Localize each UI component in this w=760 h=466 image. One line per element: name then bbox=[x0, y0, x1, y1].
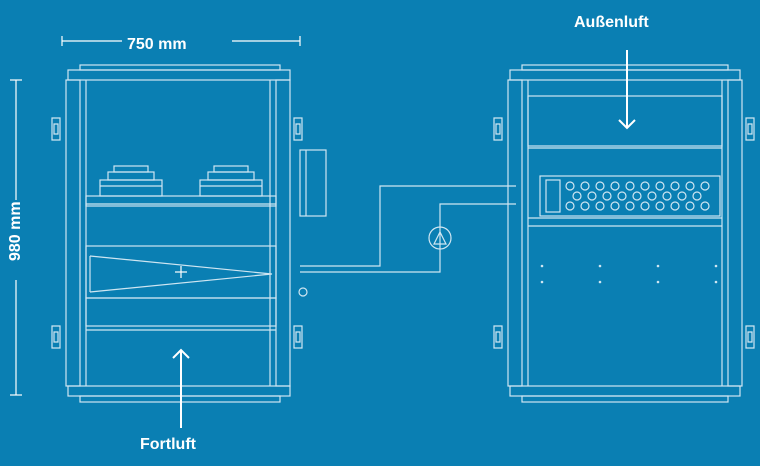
refrigerant-pipes bbox=[300, 185, 516, 273]
width-dimension bbox=[61, 36, 301, 46]
fan-right bbox=[199, 165, 263, 197]
height-label: 980 mm bbox=[7, 201, 24, 261]
intake-label: Außenluft bbox=[574, 14, 649, 31]
height-dimension bbox=[10, 79, 22, 396]
left-unit bbox=[51, 64, 327, 403]
fan-left bbox=[99, 165, 163, 197]
right-unit bbox=[493, 64, 755, 403]
exhaust-arrow bbox=[172, 348, 190, 428]
intake-arrow bbox=[618, 50, 636, 130]
exhaust-label: Fortluft bbox=[140, 436, 196, 453]
width-label: 750 mm bbox=[127, 36, 187, 53]
coil-tubes bbox=[565, 181, 710, 211]
